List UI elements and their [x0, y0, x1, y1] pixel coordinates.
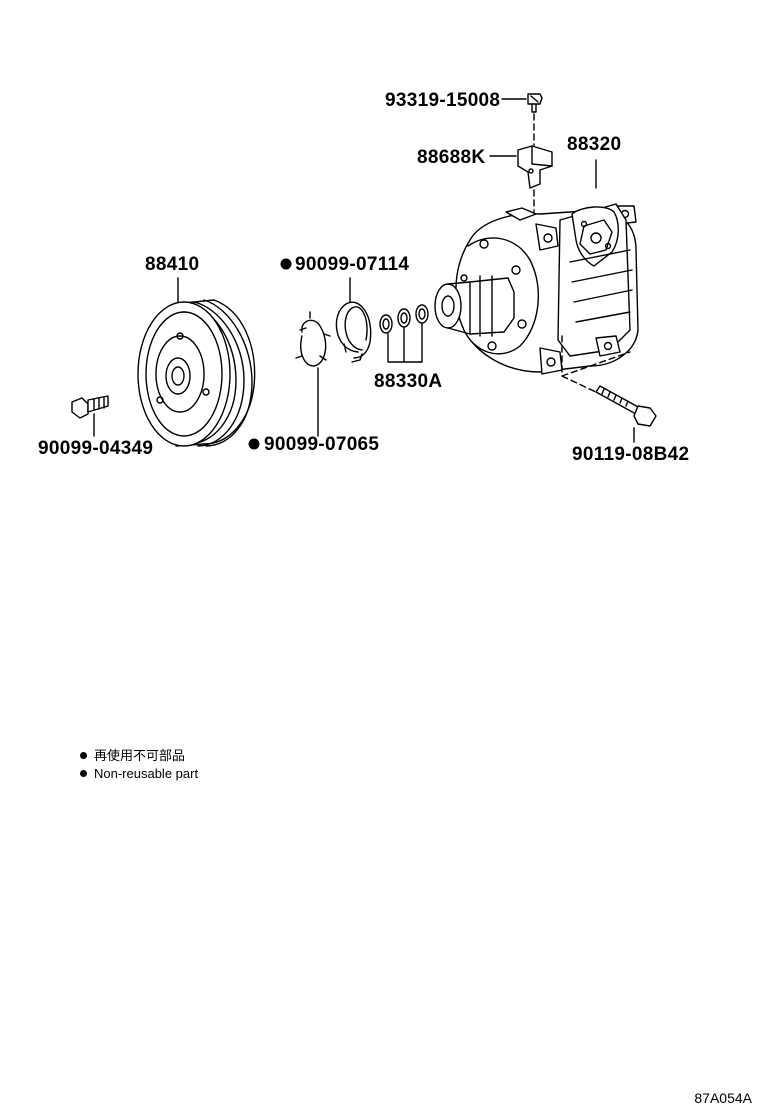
part-label-bolt-left: 90099-04349: [38, 438, 153, 459]
shims-drawing: [379, 304, 429, 363]
part-label-screw: 93319-15008: [385, 90, 500, 111]
bracket-drawing: [489, 145, 553, 213]
legend-japanese: 再使用不可部品: [80, 747, 185, 764]
part-label-snap-ring-inner: 90099-07065: [264, 434, 379, 455]
bolt-left-drawing: [71, 395, 109, 437]
bullet-icon: [80, 752, 87, 760]
bolt-right-drawing: [595, 385, 657, 443]
pulley-drawing: [137, 277, 256, 447]
compressor-drawing: [434, 159, 639, 411]
screw-drawing: [501, 93, 543, 147]
non-reusable-marker: [280, 258, 292, 270]
legend-japanese-text: 再使用不可部品: [94, 748, 186, 763]
snap-ring-outer-drawing: [335, 277, 372, 363]
part-label-shims: 88330A: [374, 371, 442, 392]
diagram-code: 87A054A: [694, 1090, 752, 1106]
snap-ring-inner-drawing: [295, 311, 331, 437]
bullet-icon: [80, 770, 87, 778]
part-label-bracket: 88688K: [417, 147, 485, 168]
legend-english: Non-reusable part: [80, 765, 198, 782]
part-label-snap-ring-outer: 90099-07114: [295, 254, 409, 275]
part-label-bolt-right: 90119-08B42: [572, 444, 689, 465]
legend-english-text: Non-reusable part: [94, 766, 199, 781]
non-reusable-marker: [248, 438, 260, 450]
part-label-compressor: 88320: [567, 134, 621, 155]
part-label-pulley: 88410: [145, 254, 199, 275]
